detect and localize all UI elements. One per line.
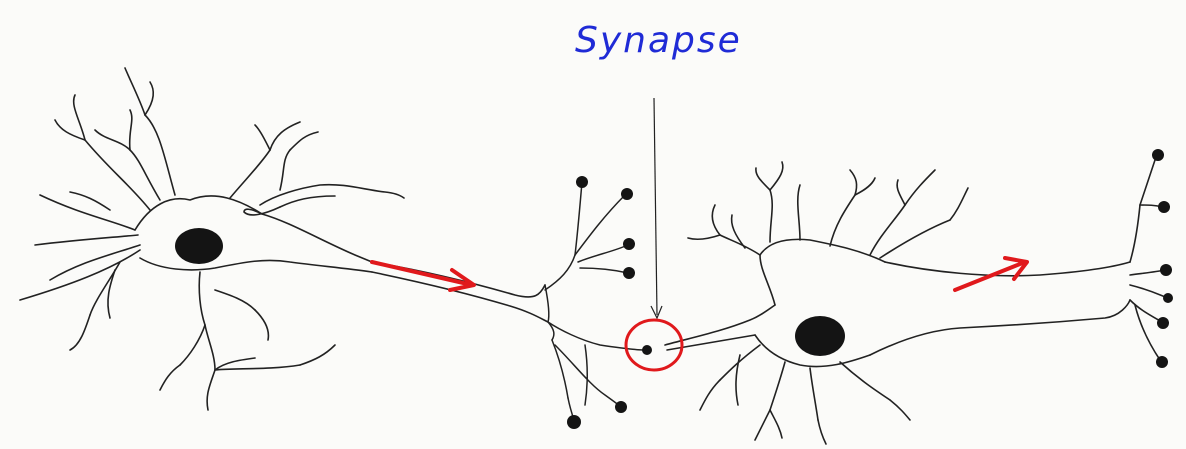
right-terminal-buttons [1152,149,1173,368]
synapse-label: Synapse [575,20,742,61]
left-soma-outline [135,196,372,262]
right-nucleus [795,316,845,356]
synapse-highlight-circle [626,320,682,370]
right-neuron [665,160,1168,444]
left-soma-outline-lower [140,258,372,272]
left-neuron [20,68,548,410]
axon-terminals [545,182,645,420]
left-nucleus [175,228,223,264]
synapse-pointer-line [654,98,657,315]
